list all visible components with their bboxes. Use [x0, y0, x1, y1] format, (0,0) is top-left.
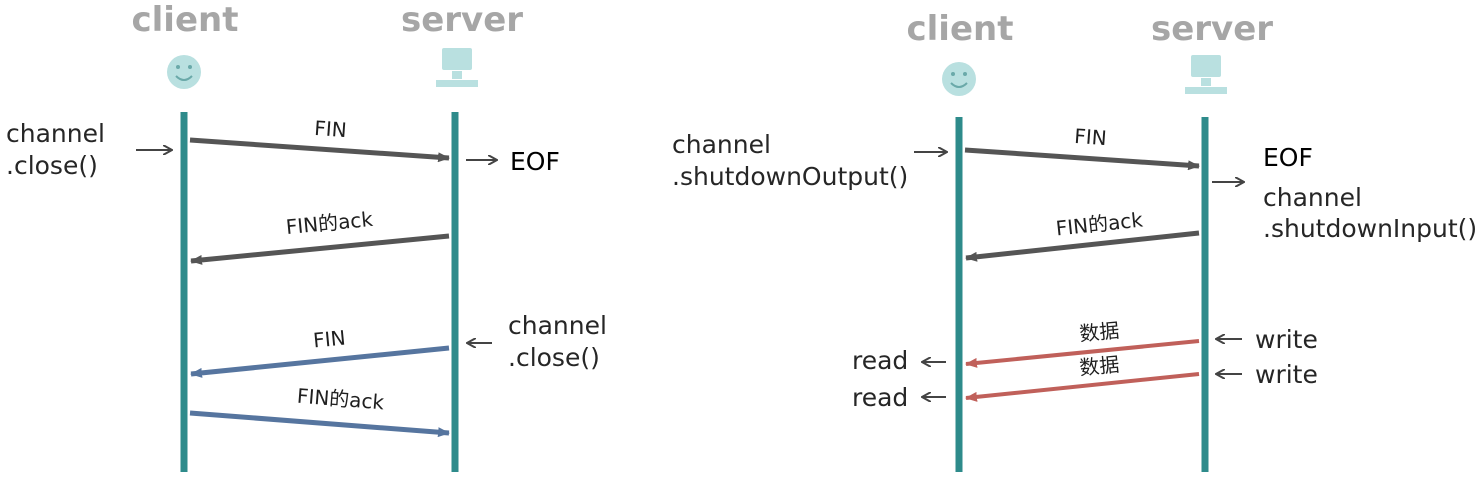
left-server-fin-ack-label: FIN的ack [296, 384, 385, 415]
left-server-close-note-line2: .close() [508, 343, 600, 372]
right-server-note-line1: channel [1263, 183, 1362, 212]
computer-monitor-icon [436, 48, 478, 87]
left-server-title: server [401, 0, 523, 40]
right-fin-ack-label: FIN的ack [1055, 208, 1145, 241]
right-data-arrow-2 [965, 372, 1200, 402]
right-fin-ack-arrow [965, 230, 1200, 262]
smiley-face-icon [942, 62, 976, 96]
smiley-face-icon [167, 55, 201, 89]
left-client-note-line1: channel [6, 119, 105, 148]
right-client-title: client [907, 9, 1014, 49]
left-server-fin-ack-arrow [189, 410, 450, 438]
left-diagram: client server channel .close() EOF FIN F… [6, 0, 607, 472]
right-client-note-line1: channel [672, 130, 771, 159]
left-server-fin-arrow [190, 345, 450, 378]
right-client-note-line2: .shutdownOutput() [672, 162, 908, 191]
right-data-arrow-1 [965, 339, 1200, 368]
right-fin-arrow [964, 147, 1200, 171]
left-server-fin-label: FIN [312, 326, 347, 353]
right-eof-label: EOF [1263, 143, 1313, 172]
left-eof-label: EOF [510, 147, 560, 176]
right-write-label-2: write [1255, 360, 1318, 389]
left-fin-ack-arrow [190, 233, 450, 265]
right-read-label-2: read [852, 383, 908, 412]
left-fin-ack-label: FIN的ack [285, 207, 375, 239]
right-write-label-1: write [1255, 325, 1318, 354]
right-data-label-1: 数据 [1078, 318, 1120, 346]
right-server-title: server [1151, 9, 1273, 49]
right-data-label-2: 数据 [1078, 352, 1120, 380]
left-client-title: client [132, 0, 239, 40]
computer-monitor-icon [1185, 55, 1227, 94]
right-server-note-line2: .shutdownInput() [1263, 214, 1477, 243]
right-diagram: client server channel .shutdownOutput() … [672, 9, 1477, 472]
left-server-close-note-line1: channel [508, 311, 607, 340]
left-client-note-line2: .close() [6, 151, 98, 180]
left-fin-arrow [189, 137, 450, 163]
right-fin-label: FIN [1074, 124, 1108, 150]
right-read-label-1: read [852, 346, 908, 375]
left-fin-label: FIN [314, 116, 348, 142]
